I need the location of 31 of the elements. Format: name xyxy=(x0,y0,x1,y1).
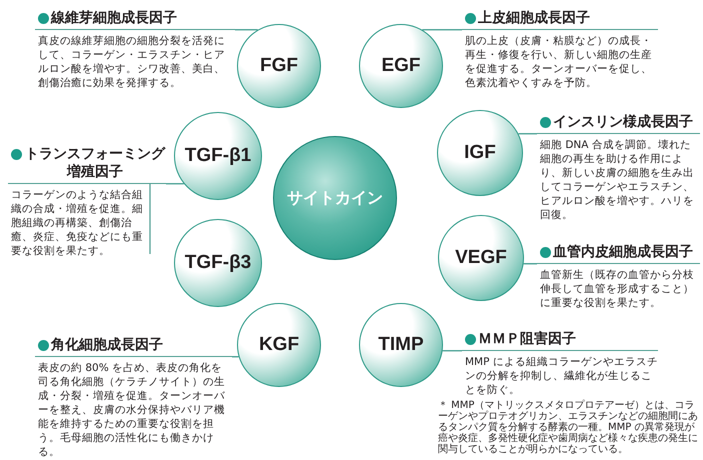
circle-label: VEGF xyxy=(455,247,507,269)
circle-label: EGF xyxy=(381,55,421,77)
leader-line xyxy=(235,29,258,30)
description-text: 細胞 DNA 合成を調節。壊れた細胞の再生を助ける作用により、新しい皮膚の細胞を生み出してコラーゲンやエラスチン、ヒアルロン酸を増やす。ハリを回復。 xyxy=(540,138,695,222)
description-text: 表皮の約 80% を占め、表皮の角化を司る角化細胞（ケラチノサイト）の生成・分裂・増殖を促進。ターンオーバーを整え、皮膚の水分保持やバリア機能を維持するための重要な役割を担う。毛母細胞の活性化にも働きかける。 xyxy=(38,361,226,459)
leader-line xyxy=(524,263,537,264)
circle-label: TIMP xyxy=(378,334,424,356)
section-heading: 線維芽細胞成長因子 xyxy=(51,9,177,27)
description-text: 血管新生（既存の血管から分枝伸長して血管を形成すること）に重要な役割を果たす。 xyxy=(540,268,695,310)
circle-label: TGF-β1 xyxy=(184,145,252,167)
section-heading: トランスフォーミング増殖因子 xyxy=(24,145,166,181)
circle-label: IGF xyxy=(464,142,496,164)
section-heading: ＭＭＰ阻害因子 xyxy=(478,330,576,348)
leader-line xyxy=(232,356,239,358)
description-text: コラーゲンのような結合組織の合成・増殖を促進。細胞組織の再構築、創傷治癒、炎症、免疫などにも重要な役割を果たす。 xyxy=(11,188,144,258)
circle-label: KGF xyxy=(258,334,300,356)
circle-label: サイトカイン xyxy=(287,188,383,208)
section-heading: 角化細胞成長因子 xyxy=(51,336,163,354)
description-text: MMP による組織コラーゲンやエラスチンの分解を抑制し、繊維化が生じることを防ぐ。 xyxy=(465,355,659,397)
section-heading: インスリン様成長因子 xyxy=(553,113,693,131)
leader-line xyxy=(442,350,462,352)
footnote-text: ＊ MMP（マトリックスメタロプロテアーゼ）とは、コラーゲンやプロテオグリカン、エラスチンなどの細胞間にあるタンパク質を分解する酵素の一種。MMP の異常発現が癌や炎症、多発性硬化症や歯周病など様々な疾患の発生に関与していることが明らかになっている。 xyxy=(438,400,699,455)
leader-line xyxy=(422,29,462,30)
description-text: 真皮の線維芽細胞の細胞分裂を活発にして、コラーゲン・エラスチン・ヒアルロン酸を増やす。シワ改善、美白、創傷治癒に効果を発揮する。 xyxy=(38,34,226,90)
leader-line xyxy=(518,133,537,134)
section-heading: 上皮細胞成長因子 xyxy=(478,9,590,27)
circle-label: FGF xyxy=(260,55,298,77)
section-heading: 血管内皮細胞成長因子 xyxy=(553,243,693,261)
circle-label: TGF-β3 xyxy=(184,252,252,274)
description-text: 肌の上皮（皮膚・粘膜など）の成長・再生・修復を行い、新しい細胞の生産を促進する。ターンオーバーを促し、色素沈着やくすみを予防。 xyxy=(465,34,653,90)
leader-line xyxy=(166,183,184,184)
